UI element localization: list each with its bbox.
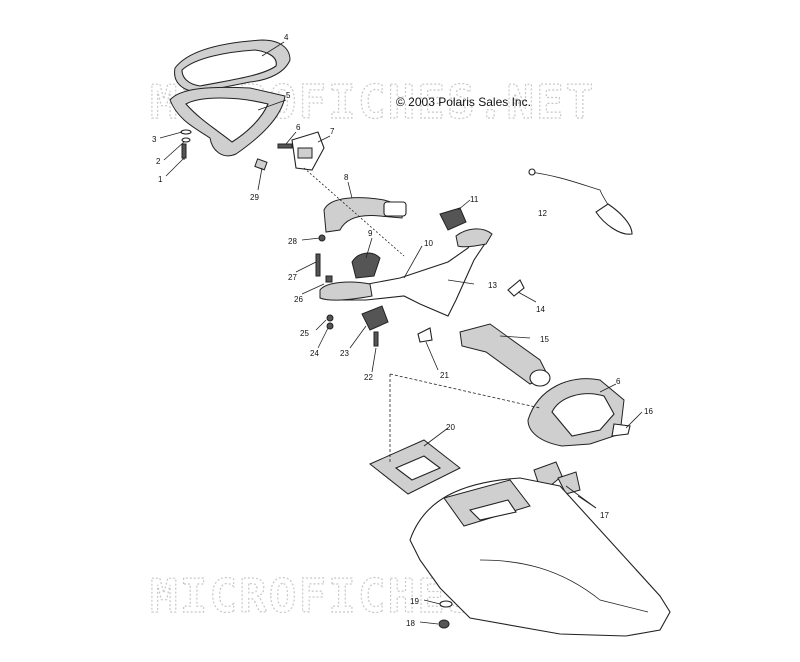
callout-8: 8 [344,173,349,182]
steering-cover-top [174,39,291,93]
callout-26: 26 [294,295,303,304]
throttle-cable [528,168,633,235]
leader-lines [159,41,643,625]
lower-hardware [315,234,389,347]
grip-bracket-left [351,252,381,279]
callout-13: 13 [488,281,497,290]
callout-21: 21 [440,371,449,380]
end-cap-right [439,207,467,231]
callout-9: 9 [368,229,373,238]
steering-shaft [459,323,551,387]
callout-22: 22 [364,373,373,382]
callout-29: 29 [250,193,259,202]
steering-cover-bottom [169,86,286,157]
callout-5: 5 [286,91,291,100]
callout-11: 11 [470,195,479,204]
clip [417,327,433,343]
callout-17: 17 [600,511,609,520]
callout-3: 3 [152,135,157,144]
pin [254,158,268,171]
callout-16: 16 [644,407,653,416]
callout-23: 23 [340,349,349,358]
steering-hood [409,477,671,637]
bracket-assembly [277,131,325,171]
callout-1: 1 [158,175,163,184]
hood-bracket [533,461,581,495]
cable-housing [323,197,407,233]
callout-28: 28 [288,237,297,246]
callout-24: 24 [310,349,319,358]
steering-housing [527,378,631,447]
callout-6-top: 6 [296,123,301,132]
callout-7: 7 [330,127,335,136]
callout-4: 4 [284,33,289,42]
callout-2: 2 [156,157,161,166]
screw-and-washers [180,129,192,161]
handlebar [319,228,493,317]
callout-labels: 1 2 3 4 5 6 7 8 29 28 27 26 25 24 23 22 … [152,33,653,628]
mounting-plate [369,373,541,495]
copyright-text: © 2003 Polaris Sales Inc. [396,95,531,109]
callout-10: 10 [424,239,433,248]
callout-15: 15 [540,335,549,344]
callout-20: 20 [446,423,455,432]
callout-12: 12 [538,209,547,218]
callout-6-right: 6 [616,377,621,386]
callout-27: 27 [288,273,297,282]
callout-14: 14 [536,305,545,314]
callout-25: 25 [300,329,309,338]
callout-18: 18 [406,619,415,628]
wing-nut [507,279,525,297]
callout-19: 19 [410,597,419,606]
